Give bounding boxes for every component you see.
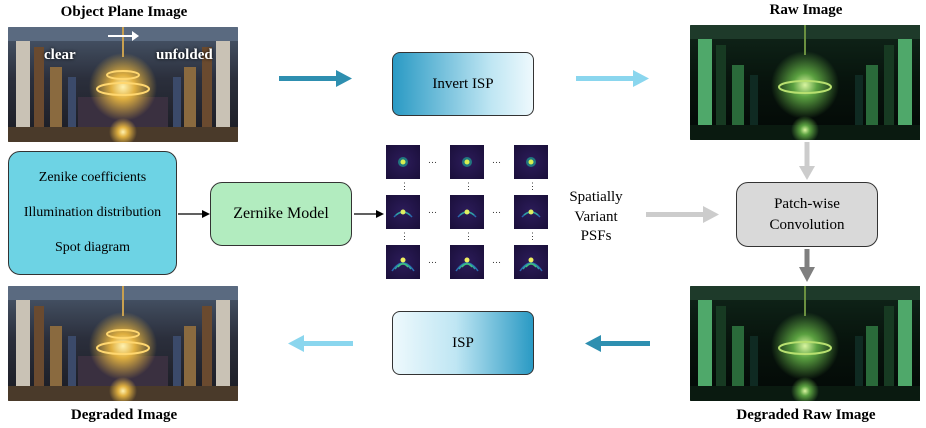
psf-vdots: ⋮ [528,181,537,191]
psf-vdots: ⋮ [464,181,473,191]
raw-image-caption: Raw Image [769,2,843,18]
parameter-box: Zenike coefficients Illumination distrib… [8,151,177,275]
patch-convolution-label-line2: Convolution [769,216,845,233]
arrow-psfs-to-convolution [646,206,719,223]
invert-isp-box: Invert ISP [392,52,534,116]
psf-label-line2: Variant [574,208,618,225]
parameter-illumination-distribution: Illumination distribution [23,204,162,220]
psf-ellipsis: … [492,205,501,215]
arrow-raw-to-convolution [799,142,815,180]
psf-label-line3: PSFs [580,228,612,244]
degraded-image-caption: Degraded Image [70,407,178,423]
psf-ellipsis: … [428,255,437,265]
psf-ellipsis: … [428,205,437,215]
overlay-arrow-icon [108,31,139,41]
invert-isp-label: Invert ISP [432,75,494,92]
overlay-unfolded-label: unfolded [156,47,213,63]
psf-ellipsis: … [492,155,501,165]
arrow-zernike-to-psfs [354,210,384,218]
degraded-raw-caption: Degraded Raw Image [736,407,876,423]
psf-vdots: ⋮ [528,231,537,241]
parameter-zernike-coefficients: Zenike coefficients [38,169,147,185]
arrow-params-to-zernike [178,210,210,218]
overlay-clear-label: clear [44,47,76,63]
psf-label: Spatially Variant PSFs [556,188,636,247]
psf-ellipsis: … [428,155,437,165]
zernike-model-label: Zernike Model [233,205,329,222]
psf-label-line1: Spatially [569,189,623,205]
parameter-spot-diagram: Spot diagram [54,240,131,256]
object-plane-image: clear unfolded [8,27,238,142]
psf-vdots: ⋮ [400,231,409,241]
patch-convolution-label-line1: Patch-wise [774,196,840,213]
arrow-convolution-to-degraded-raw [799,249,815,282]
arrow-to-isp [585,335,650,352]
psf-ellipsis: … [492,255,501,265]
object-plane-caption: Object Plane Image [60,4,188,20]
arrow-to-raw-image [576,70,649,87]
zernike-model-box: Zernike Model [210,182,352,246]
arrow-to-degraded-image [288,335,353,352]
isp-box: ISP [392,311,534,375]
psf-vdots: ⋮ [464,231,473,241]
patch-convolution-box: Patch-wise Convolution [736,182,878,247]
psf-vdots: ⋮ [400,181,409,191]
arrow-to-invert-isp [279,70,352,87]
isp-label: ISP [452,334,474,351]
